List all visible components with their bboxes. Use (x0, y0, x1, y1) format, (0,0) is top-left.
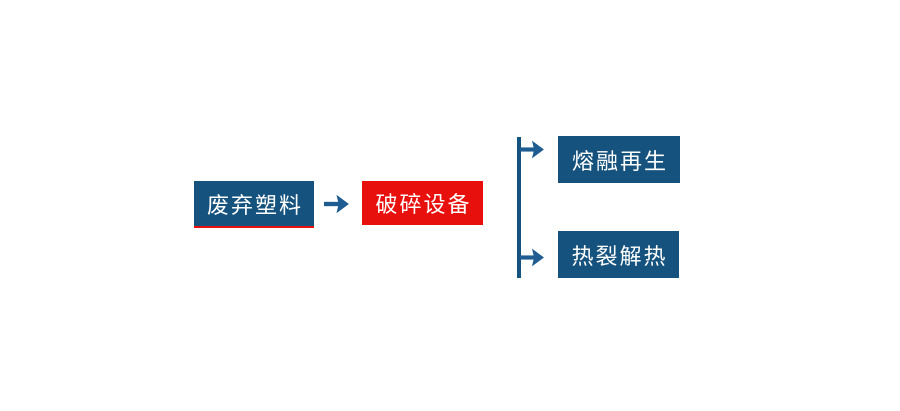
node-melt-regeneration-label: 熔融再生 (571, 148, 668, 174)
node-crushing-equipment: 破碎设备 (362, 181, 483, 225)
branch-arrow-bottom-icon (520, 248, 544, 267)
branch-connector-line (517, 137, 521, 278)
branch-arrow-top-icon (520, 140, 544, 159)
node-waste-plastic: 废弃塑料 (194, 181, 314, 228)
node-crushing-equipment-label: 破碎设备 (375, 192, 472, 217)
node-melt-regeneration: 熔融再生 (558, 136, 680, 183)
node-waste-plastic-label: 废弃塑料 (206, 192, 303, 218)
arrow-right-icon (324, 194, 349, 214)
node-pyrolysis-heat-label: 热裂解热 (571, 243, 668, 269)
node-pyrolysis-heat: 热裂解热 (558, 231, 679, 278)
